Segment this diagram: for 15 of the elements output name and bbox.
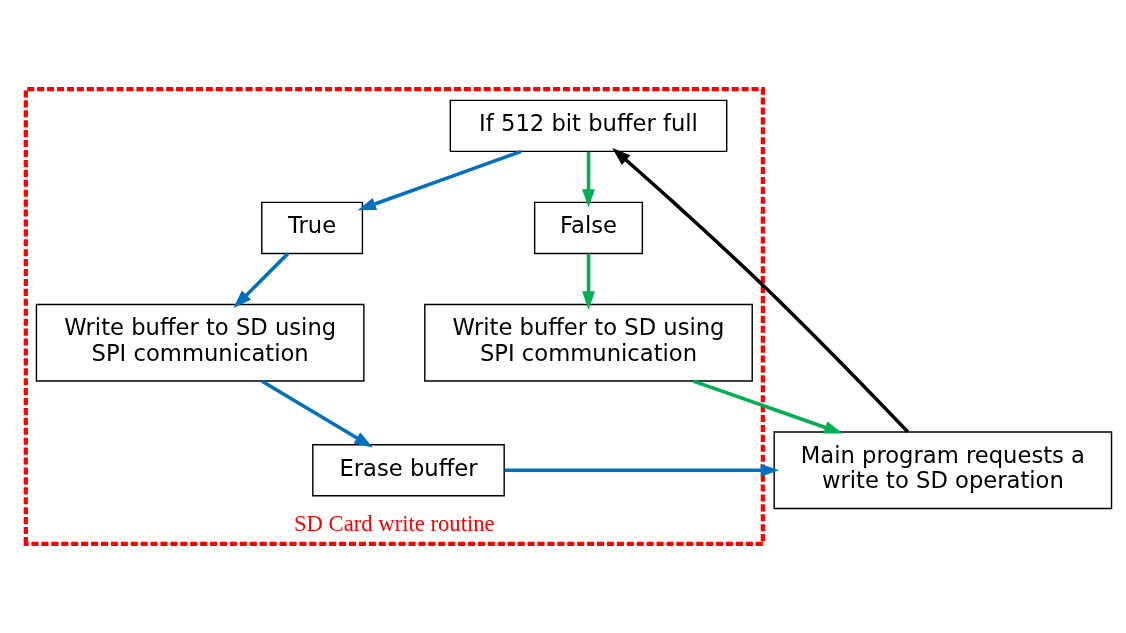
arrow [612, 147, 909, 434]
node-box: Write buffer to SD using SPI communication [35, 303, 365, 382]
arrow [357, 149, 522, 211]
arrow [582, 151, 595, 208]
arrow [582, 253, 595, 310]
node-box: Write buffer to SD using SPI communication [424, 303, 753, 382]
node-box: Main program requests a write to SD operation [773, 431, 1113, 510]
arrow [261, 379, 373, 448]
node-box: True [261, 201, 364, 255]
node-box: Erase buffer [312, 444, 505, 497]
node-box: If 512 bit buffer full [449, 99, 728, 153]
node-box: False [533, 201, 644, 255]
arrow [504, 463, 780, 477]
arrow [233, 252, 290, 309]
arrow [692, 379, 843, 434]
